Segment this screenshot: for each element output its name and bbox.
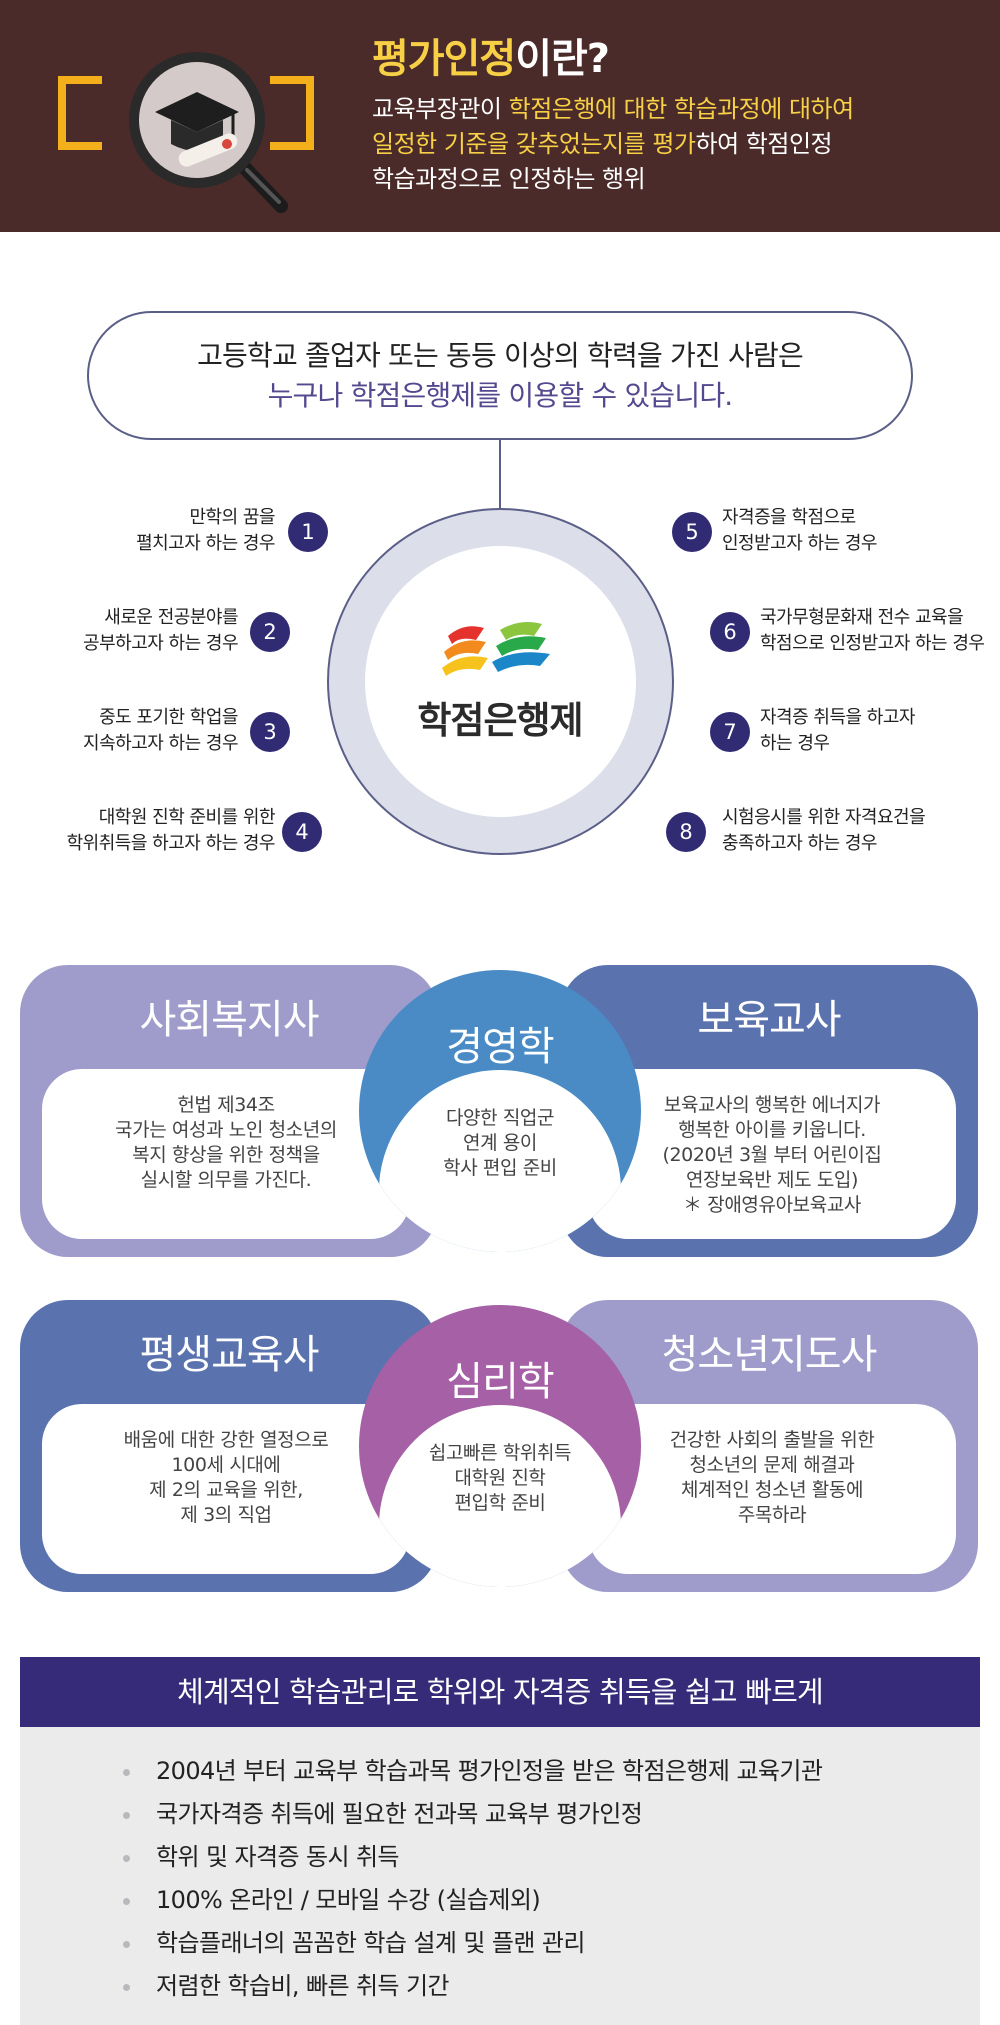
case-1-number: 1 [288,512,328,552]
benefit-item: 학위 및 자격증 동시 취득 [120,1836,822,1879]
bracket-left-decoration [58,76,102,150]
card-childcare-teacher-body: 보육교사의 행복한 에너지가 행복한 아이를 키웁니다. (2020년 3월 부… [588,1069,956,1239]
benefit-item: 국가자격증 취득에 필요한 전과목 교육부 평가인정 [120,1793,822,1836]
header-desc-line2: 일정한 기준을 갖추었는지를 평가하여 학점인정 [372,130,833,158]
case-2-number: 2 [250,612,290,652]
header-banner: 평가인정이란? 교육부장관이 학점은행에 대한 학습과정에 대하여 일정한 기준… [0,0,1000,232]
magnifier-graduation-icon [129,52,288,213]
eligibility-pill: 고등학교 졸업자 또는 동등 이상의 학력을 가진 사람은 누구나 학점은행제를… [87,311,913,440]
card-social-worker-body: 헌법 제34조 국가는 여성과 노인 청소년의 복지 향상을 위한 정책을 실시… [42,1069,410,1239]
header-desc-line1: 교육부장관이 학점은행에 대한 학습과정에 대하여 [372,95,854,123]
card-lifelong-educator: 평생교육사 배움에 대한 강한 열정으로 100세 시대에 제 2의 교육을 위… [20,1300,438,1592]
circle-psychology-body: 쉽고빠른 학위취득 대학원 진학 편입학 준비 [428,1442,572,1514]
benefit-item: 100% 온라인 / 모바일 수강 (실습제외) [120,1879,822,1922]
benefit-item: 학습플래너의 꼼꼼한 학습 설계 및 플랜 관리 [120,1922,822,1965]
circle-psychology-title: 심리학 [446,1359,554,1405]
circle-business-title: 경영학 [446,1024,554,1070]
card-social-worker-title: 사회복지사 [139,997,320,1043]
card-social-worker: 사회복지사 헌법 제34조 국가는 여성과 노인 청소년의 복지 향상을 위한 … [20,965,438,1257]
header-desc-line3: 학습과정으로 인정하는 행위 [372,165,646,193]
circle-business: 경영학 다양한 직업군 연계 용이 학사 편입 준비 [359,970,641,1252]
eligibility-line1: 고등학교 졸업자 또는 동등 이상의 학력을 가진 사람은 [197,339,804,372]
case-5-number: 5 [672,512,712,552]
eligibility-line2: 누구나 학점은행제를 이용할 수 있습니다. [267,379,734,412]
case-7-number: 7 [710,712,750,752]
header-title-rest: 이란? [515,36,610,82]
header-description: 교육부장관이 학점은행에 대한 학습과정에 대하여 일정한 기준을 갖추었는지를… [372,92,972,197]
credit-bank-logo-icon [442,622,550,676]
benefit-item: 저렴한 학습비, 빠른 취득 기간 [120,1965,822,2008]
card-youth-counselor-body: 건강한 사회의 출발을 위한 청소년의 문제 해결과 체계적인 청소년 활동에 … [588,1404,956,1574]
header-title-highlight: 평가인정 [372,36,516,82]
circle-business-body: 다양한 직업군 연계 용이 학사 편입 준비 [443,1107,557,1179]
case-8-number: 8 [666,812,706,852]
benefits-panel [20,1727,980,2025]
card-childcare-teacher-title: 보육교사 [697,997,841,1043]
center-title: 학점은행제 [417,699,583,742]
benefits-heading: 체계적인 학습관리로 학위와 자격증 취득을 쉽고 빠르게 [20,1657,980,1727]
card-lifelong-educator-body: 배움에 대한 강한 열정으로 100세 시대에 제 2의 교육을 위한, 제 3… [42,1404,410,1574]
header-title: 평가인정이란? [372,26,610,84]
benefit-item: 2004년 부터 교육부 학습과목 평가인정을 받은 학점은행제 교육기관 [120,1750,823,1793]
card-lifelong-educator-title: 평생교육사 [139,1332,320,1378]
bracket-right-decoration [270,76,314,150]
case-3-number: 3 [250,712,290,752]
case-6-number: 6 [710,612,750,652]
center-ring-inner [365,546,636,817]
card-youth-counselor-title: 청소년지도사 [661,1332,878,1378]
circle-psychology: 심리학 쉽고빠른 학위취득 대학원 진학 편입학 준비 [359,1305,641,1587]
connector-line [499,440,501,510]
benefits-list: 2004년 부터 교육부 학습과목 평가인정을 받은 학점은행제 교육기관 국가… [120,1750,823,2008]
case-4-number: 4 [282,812,322,852]
